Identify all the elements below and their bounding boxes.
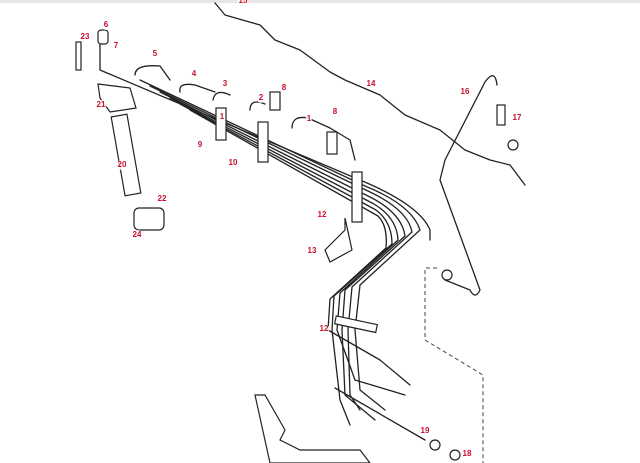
label-4: 4 <box>190 69 198 79</box>
label-3: 3 <box>221 79 229 89</box>
label-10: 10 <box>227 158 239 168</box>
dashed-guide <box>424 267 484 463</box>
label-18: 18 <box>461 449 473 459</box>
label-16: 16 <box>459 87 471 97</box>
clamp-21 <box>97 83 137 113</box>
label-21: 21 <box>95 100 107 110</box>
label-13: 13 <box>306 246 318 256</box>
sleeve-24 <box>133 207 165 231</box>
clamp-8b <box>326 131 338 155</box>
label-5: 5 <box>151 49 159 59</box>
bolt-23 <box>75 41 82 71</box>
nut-19 <box>429 439 441 451</box>
clamp-8a <box>269 91 281 111</box>
label-12-lower: 12 <box>318 324 330 334</box>
top-border <box>0 0 640 3</box>
label-20: 20 <box>116 160 128 170</box>
union-17 <box>496 104 506 126</box>
nut-6 <box>97 29 109 45</box>
clamp-10 <box>257 121 269 163</box>
pipe-16 <box>439 75 498 296</box>
injection-pump <box>254 394 371 463</box>
label-17: 17 <box>511 113 523 123</box>
label-6: 6 <box>102 20 110 30</box>
clamp-9 <box>215 107 227 141</box>
label-1: 1 <box>218 112 226 122</box>
clamp-12-lower <box>333 315 379 334</box>
label-9: 9 <box>196 140 204 150</box>
label-7: 7 <box>112 41 120 51</box>
label-23: 23 <box>79 32 91 42</box>
leak-off-pipe-14 <box>214 2 526 186</box>
nut-upper <box>441 269 453 281</box>
label-14: 14 <box>365 79 377 89</box>
label-12: 12 <box>316 210 328 220</box>
label-8-b: 8 <box>331 107 339 117</box>
pipe-19 <box>334 387 426 441</box>
injector-20 <box>110 113 142 197</box>
bracket-13 <box>324 217 353 263</box>
label-24: 24 <box>131 230 143 240</box>
label-1-b: 1 <box>305 114 313 124</box>
nut-17 <box>507 139 519 151</box>
label-8: 8 <box>280 83 288 93</box>
label-22: 22 <box>156 194 168 204</box>
clamp-12 <box>351 171 363 223</box>
label-2: 2 <box>257 93 265 103</box>
label-15: 15 <box>237 0 249 6</box>
label-19: 19 <box>419 426 431 436</box>
injector-pipe-bundle <box>99 34 431 426</box>
union-18 <box>449 449 461 461</box>
